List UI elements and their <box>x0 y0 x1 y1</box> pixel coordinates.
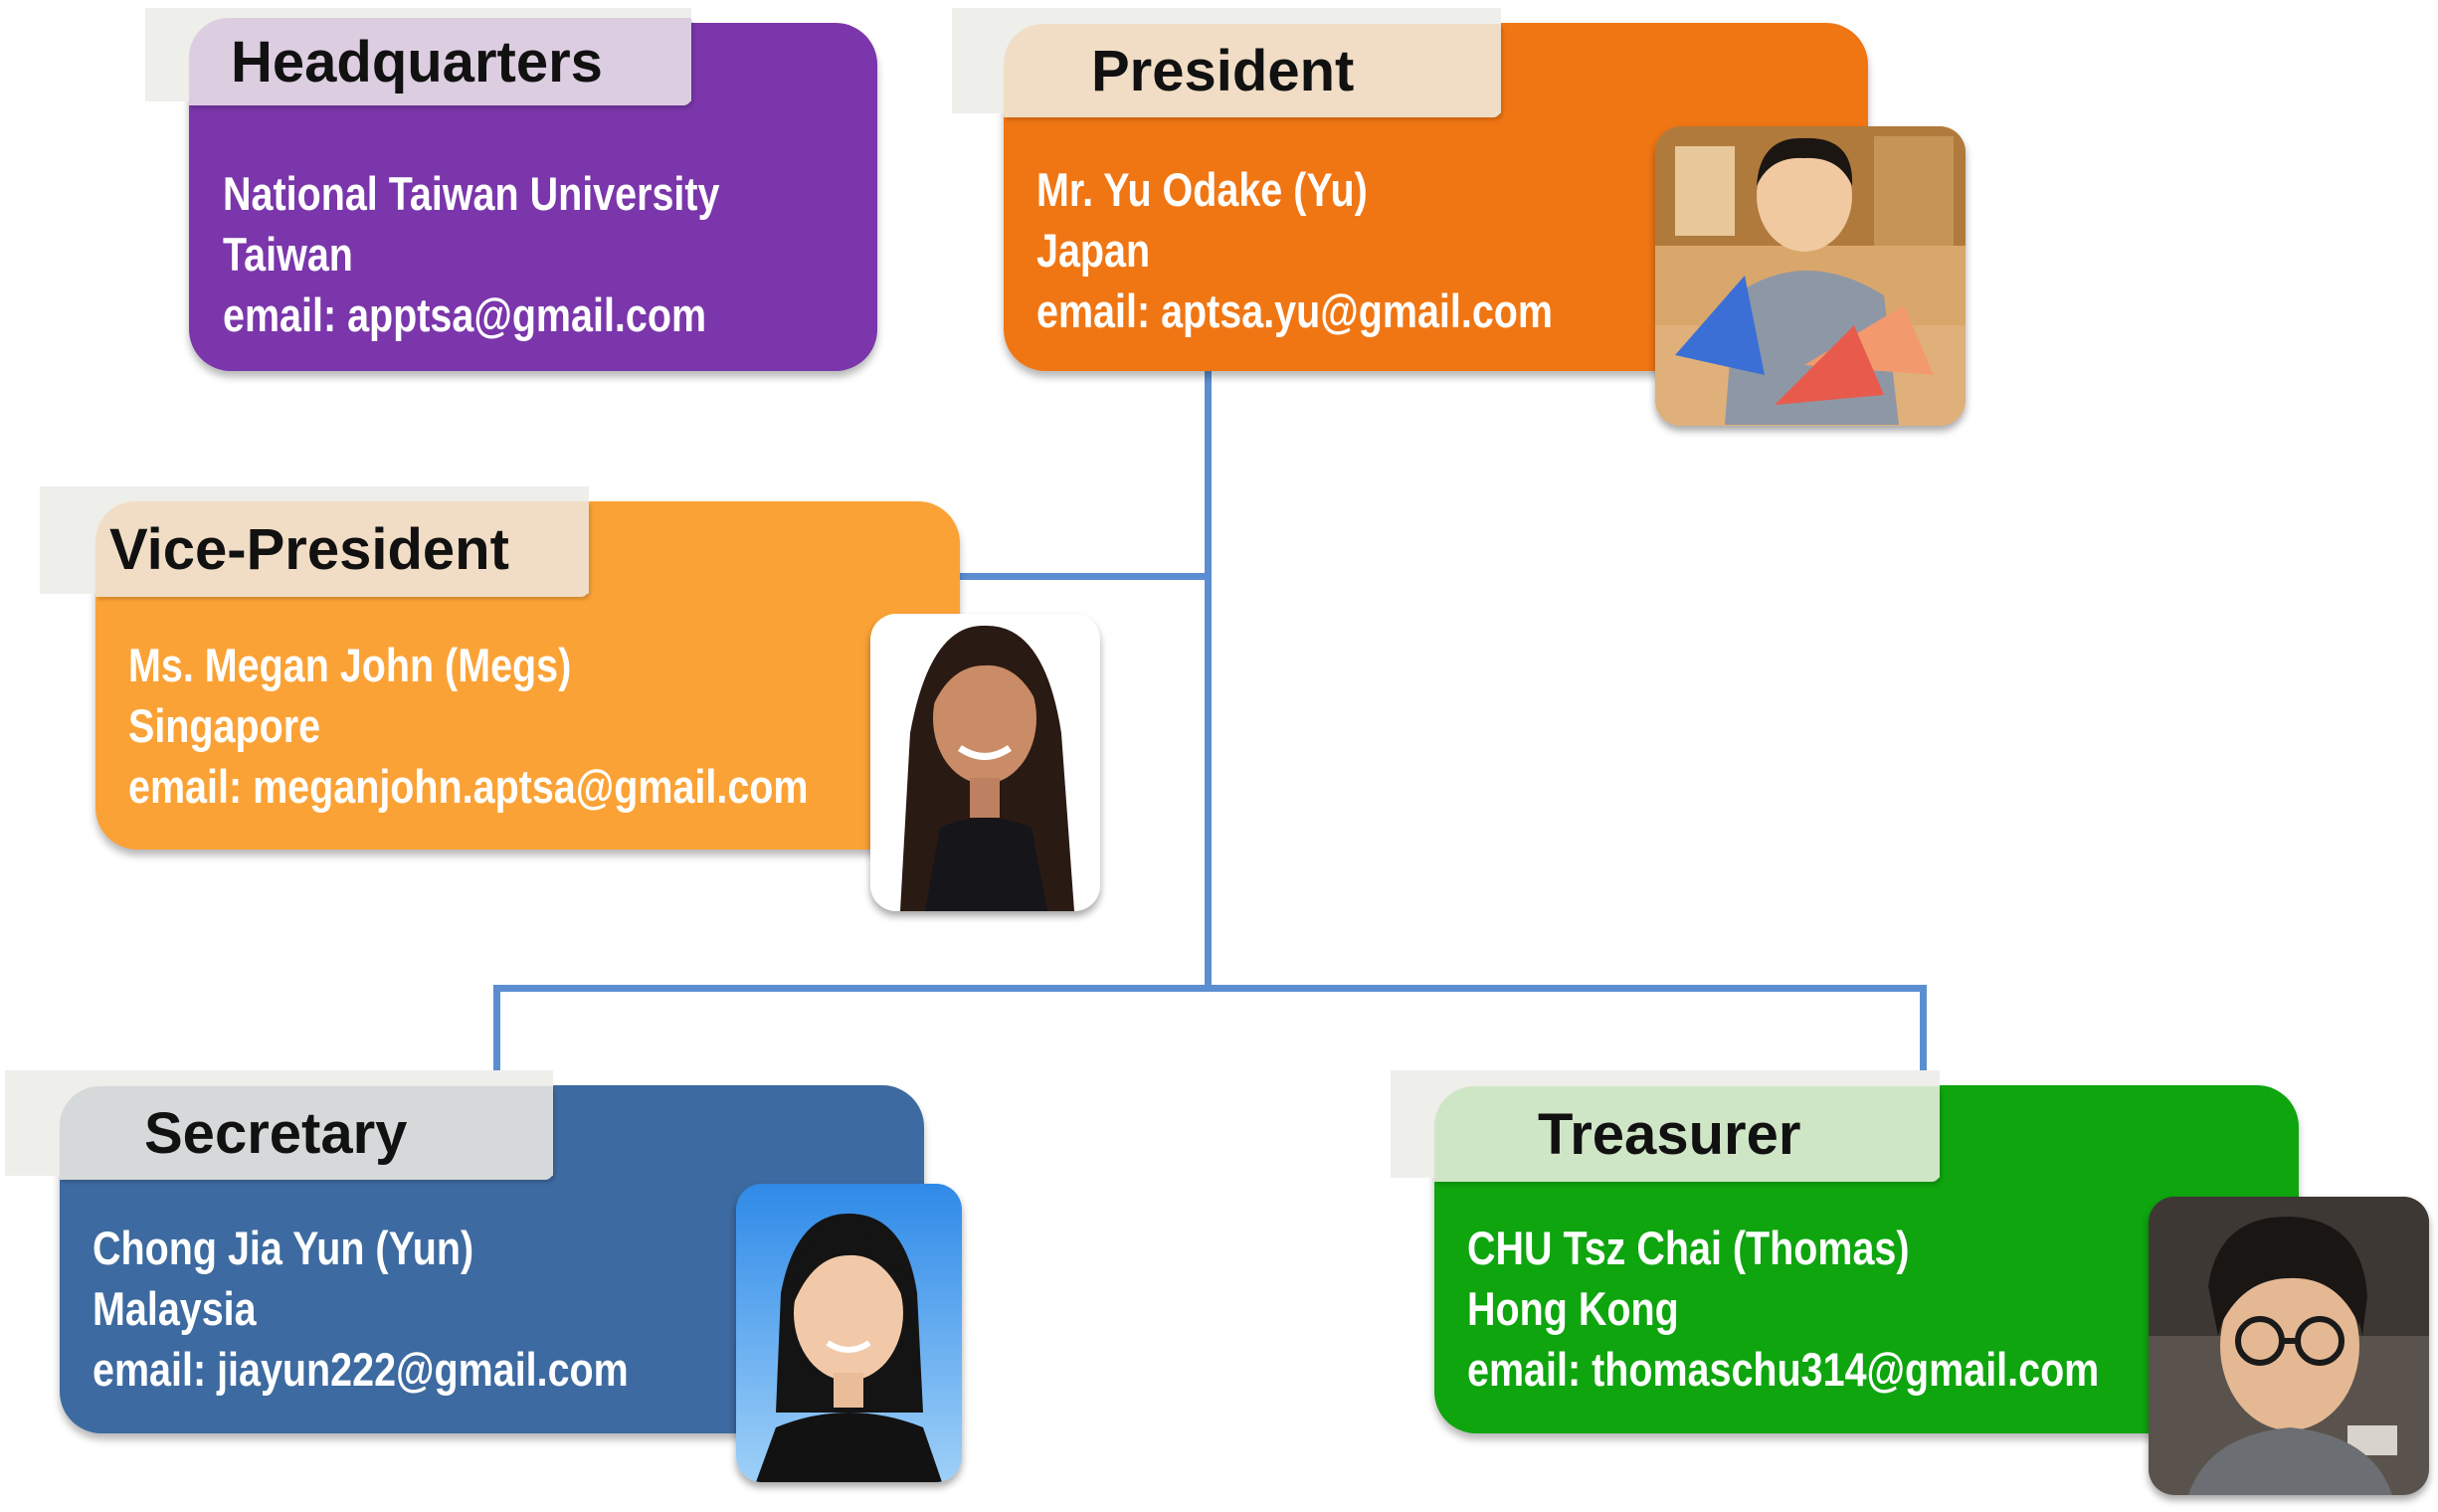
vice-president-details: Ms. Megan John (Megs) Singapore email: m… <box>128 635 808 817</box>
treasurer-details: CHU Tsz Chai (Thomas) Hong Kong email: t… <box>1467 1218 2099 1400</box>
headquarters-details: National Taiwan University Taiwan email:… <box>223 163 719 345</box>
vice-president-line1: Ms. Megan John (Megs) <box>128 639 572 691</box>
secretary-title: Secretary <box>144 1100 408 1166</box>
connector-secretary <box>493 985 500 1084</box>
secretary-title-tab: Secretary <box>60 1086 553 1180</box>
president-line1: Mr. Yu Odake (Yu) <box>1036 163 1368 216</box>
president-title-tab: President <box>1004 24 1501 117</box>
treasurer-line1: CHU Tsz Chai (Thomas) <box>1467 1222 1910 1274</box>
treasurer-line3: email: thomaschu314@gmail.com <box>1467 1343 2100 1396</box>
connector-bottom-bar <box>493 985 1927 992</box>
president-title: President <box>1091 38 1355 103</box>
person-photo-icon <box>870 614 1100 911</box>
secretary-photo <box>736 1184 962 1482</box>
connector-vice-president <box>955 573 1212 580</box>
secretary-line3: email: jiayun222@gmail.com <box>93 1343 629 1396</box>
secretary-line1: Chong Jia Yun (Yun) <box>93 1222 474 1274</box>
treasurer-photo <box>2149 1197 2429 1495</box>
person-photo-icon <box>2149 1197 2429 1495</box>
headquarters-title-tab: Headquarters <box>189 18 691 105</box>
president-line2: Japan <box>1036 224 1151 277</box>
headquarters-title: Headquarters <box>231 29 603 94</box>
vice-president-line2: Singapore <box>128 699 321 752</box>
treasurer-title: Treasurer <box>1538 1101 1801 1167</box>
vice-president-line3: email: meganjohn.aptsa@gmail.com <box>128 760 809 813</box>
headquarters-line3: email: apptsa@gmail.com <box>223 288 707 341</box>
treasurer-title-tab: Treasurer <box>1434 1086 1940 1182</box>
vice-president-photo <box>870 614 1100 911</box>
headquarters-line1: National Taiwan University <box>223 167 720 220</box>
president-photo <box>1655 126 1966 426</box>
vice-president-title-tab: Vice-President <box>95 501 589 597</box>
secretary-line2: Malaysia <box>93 1282 257 1335</box>
connector-trunk <box>1205 368 1212 992</box>
president-details: Mr. Yu Odake (Yu) Japan email: aptsa.yu@… <box>1036 159 1553 341</box>
person-photo-icon <box>1655 126 1966 426</box>
person-photo-icon <box>736 1184 962 1482</box>
connector-treasurer <box>1920 985 1927 1084</box>
president-line3: email: aptsa.yu@gmail.com <box>1036 284 1554 337</box>
secretary-details: Chong Jia Yun (Yun) Malaysia email: jiay… <box>93 1218 629 1400</box>
vice-president-title: Vice-President <box>109 516 509 582</box>
treasurer-line2: Hong Kong <box>1467 1282 1679 1335</box>
headquarters-line2: Taiwan <box>223 228 353 281</box>
